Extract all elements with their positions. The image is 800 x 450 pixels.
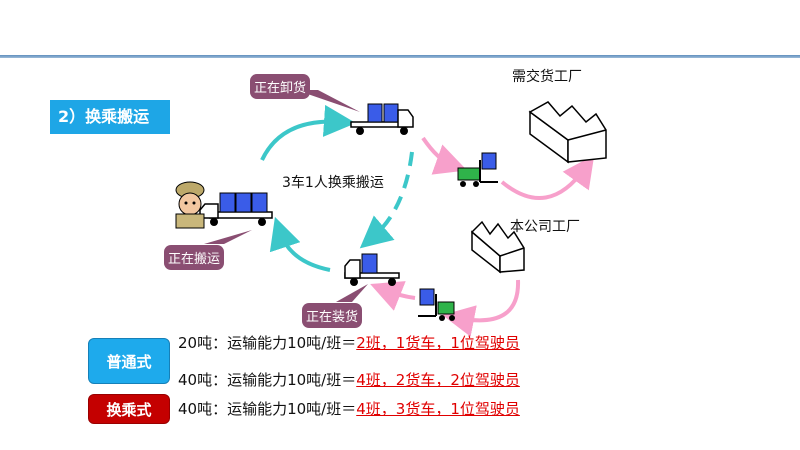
truck-bottom-icon	[344, 253, 400, 286]
forklift-bottom-icon	[418, 288, 455, 321]
mode-normal-badge: 普通式	[88, 338, 170, 384]
calc-row-2: 40吨：运输能力10吨/班＝4班，2货车，2位驾驶员	[178, 369, 520, 390]
supply-arrow-2	[370, 281, 416, 311]
calc-row-1-result: 2班，1货车，1位驾驶员	[356, 334, 520, 352]
supply-arrow-1	[442, 279, 521, 337]
cycle-arrow-down	[269, 216, 331, 272]
delivery-arrow-2	[500, 154, 595, 200]
factory-own-label: 本公司工厂	[510, 219, 580, 235]
center-label: 3车1人换乘搬运	[282, 175, 384, 191]
calc-row-2-result: 4班，2货车，2位驾驶员	[356, 371, 520, 389]
callout-transporting: 正在搬运	[164, 245, 225, 270]
factory-customer-icon	[528, 101, 607, 164]
delivery-arrow-1	[421, 136, 468, 175]
truck-top-icon	[350, 103, 414, 135]
calc-row-1: 20吨：运输能力10吨/班＝2班，1货车，1位驾驶员	[178, 332, 520, 353]
truck-left-icon	[199, 192, 273, 226]
calc-row-3: 40吨：运输能力10吨/班＝4班，3货车，1位驾驶员	[178, 398, 520, 419]
callout-loading: 正在装货	[302, 303, 363, 328]
forklift-top-icon	[457, 152, 498, 187]
calc-row-1-text: 20吨：运输能力10吨/班＝	[178, 334, 357, 352]
calc-row-3-text: 40吨：运输能力10吨/班＝	[178, 400, 357, 418]
factory-customer-label: 需交货工厂	[512, 69, 582, 85]
header-divider	[0, 55, 800, 58]
mode-relay-badge: 换乘式	[88, 394, 170, 424]
section-title: 2）换乘搬运	[50, 100, 170, 134]
callout-tail-unloading	[296, 90, 360, 112]
callout-tail-transporting	[204, 230, 252, 244]
driver-icon	[175, 181, 205, 229]
calc-row-3-result: 4班，3货车，1位驾驶员	[356, 400, 520, 418]
callout-unloading: 正在卸货	[250, 74, 311, 99]
cycle-arrow-up	[260, 104, 356, 161]
calc-row-2-text: 40吨：运输能力10吨/班＝	[178, 371, 357, 389]
callout-tail-loading	[336, 284, 368, 302]
cycle-arrow-dashed	[359, 151, 414, 249]
factory-own-icon	[470, 220, 525, 274]
